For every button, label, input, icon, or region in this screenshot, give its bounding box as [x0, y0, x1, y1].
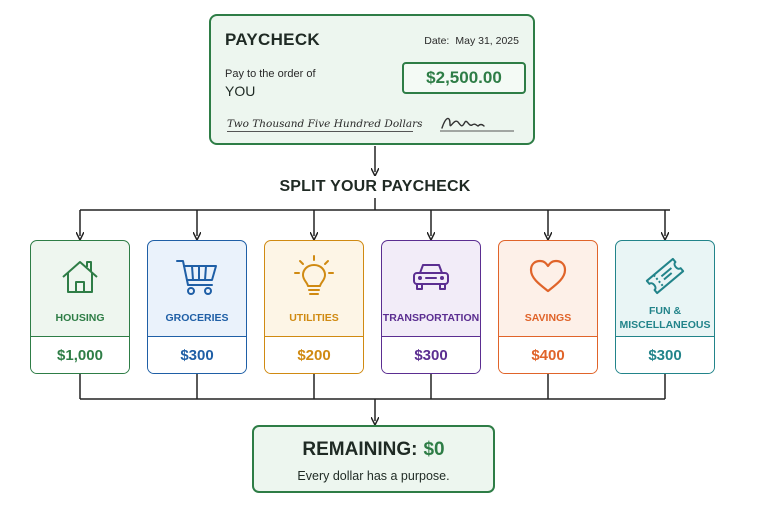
shopping-cart-icon — [176, 260, 217, 295]
category-amount: $200 — [265, 336, 363, 373]
remaining-label: REMAINING: — [302, 439, 418, 460]
remaining-value: $0 — [423, 439, 445, 460]
remaining-line: REMAINING:$0 — [254, 439, 493, 461]
date-value: May 31, 2025 — [455, 35, 519, 47]
ticket-icon — [645, 257, 685, 295]
check-amount: $2,500.00 — [402, 62, 526, 94]
paycheck: PAYCHECK Date: May 31, 2025 Pay to the or… — [209, 14, 535, 145]
pay-to-label: Pay to the order of — [225, 68, 316, 80]
lightbulb-icon — [294, 255, 334, 295]
category-card-transportation: TRANSPORTATION $300 — [381, 240, 481, 374]
category-label: FUN & MISCELLANEOUS — [619, 305, 711, 331]
paycheck-title: PAYCHECK — [225, 30, 320, 49]
category-card-fun-miscellaneous: FUN & MISCELLANEOUS $300 — [615, 240, 715, 374]
category-amount: $300 — [616, 336, 714, 373]
category-amount: $1,000 — [31, 336, 129, 373]
category-label: TRANSPORTATION — [382, 312, 480, 325]
signature-icon — [440, 117, 514, 132]
car-icon — [413, 264, 449, 290]
category-label: GROCERIES — [165, 312, 229, 325]
category-label: SAVINGS — [524, 312, 572, 325]
check-date: Date: May 31, 2025 — [424, 35, 519, 47]
payee-name: YOU — [225, 83, 256, 99]
category-label: UTILITIES — [289, 312, 339, 325]
category-card-housing: HOUSING $1,000 — [30, 240, 130, 374]
category-amount: $300 — [382, 336, 480, 373]
heart-icon — [529, 259, 567, 293]
date-label: Date: — [424, 35, 450, 47]
category-card-groceries: GROCERIES $300 — [147, 240, 247, 374]
house-icon — [62, 261, 98, 293]
split-title: SPLIT YOUR PAYCHECK — [279, 178, 471, 195]
amount-in-words: Two Thousand Five Hundred Dollars — [227, 118, 423, 132]
category-amount: $400 — [499, 336, 597, 373]
category-card-utilities: UTILITIES $200 — [264, 240, 364, 374]
category-label: HOUSING — [55, 312, 105, 325]
remaining-subtitle: Every dollar has a purpose. — [297, 469, 450, 483]
category-card-savings: SAVINGS $400 — [498, 240, 598, 374]
remaining-box: REMAINING:$0 Every dollar has a purpose. — [252, 425, 495, 493]
category-amount: $300 — [148, 336, 246, 373]
